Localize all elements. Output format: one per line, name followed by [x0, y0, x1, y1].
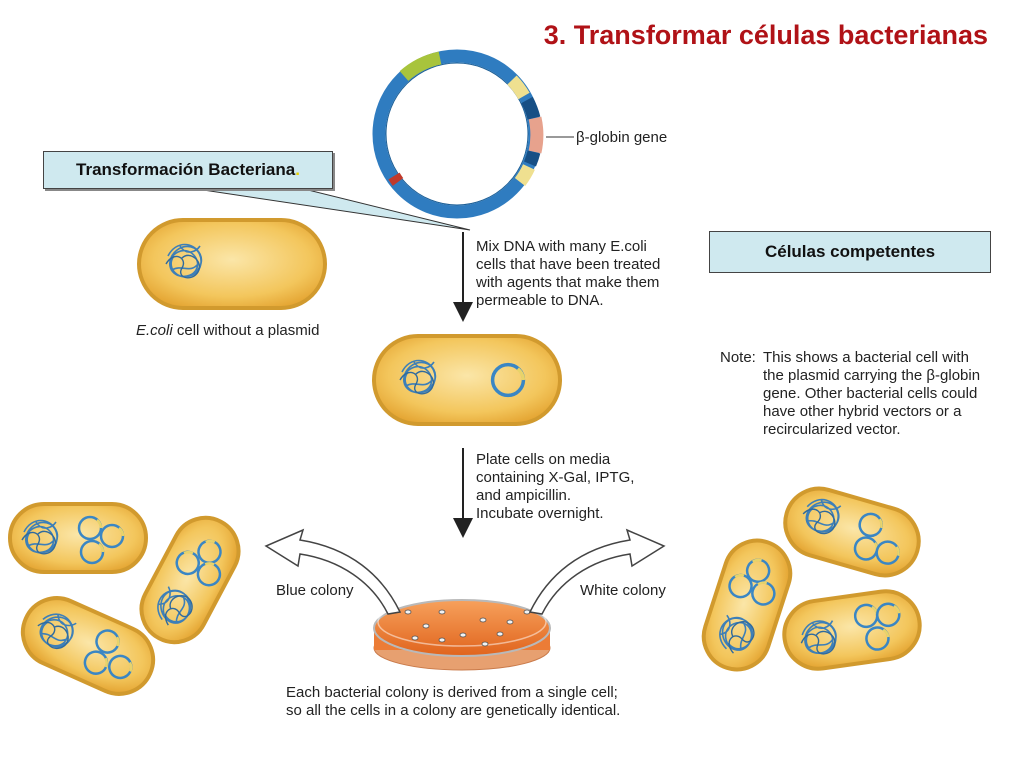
- plasmid-segment-yellow-bottom: [514, 164, 535, 186]
- colony-cell-left-2: [139, 515, 241, 645]
- note-line-1: This shows a bacterial cell with: [763, 349, 969, 366]
- footer-line-1: Each bacterial colony is derived from a …: [286, 684, 618, 701]
- plasmid-segment-yellow-top: [507, 75, 530, 100]
- colony-cell-left-1: [8, 502, 148, 574]
- plasmid-segment-green: [399, 51, 442, 82]
- blue-colony-arrow: [264, 528, 402, 615]
- step2-line-3: and ampicillin.: [476, 487, 571, 504]
- step2-text: Plate cells on media containing X-Gal, I…: [476, 451, 634, 522]
- step1-line-4: permeable to DNA.: [476, 292, 604, 309]
- colony-cell-right-3: [782, 589, 922, 671]
- blue-colony-cells: [8, 502, 241, 696]
- ecoli-caption: E.coli cell without a plasmid: [136, 322, 319, 339]
- callout-competent-cells-text: Células competentes: [764, 242, 936, 261]
- svg-text:cells that have been treated: cells that have been treated: [476, 256, 660, 273]
- colonies: [404, 609, 531, 647]
- note-text: Note: This shows a bacterial cell with t…: [720, 349, 980, 438]
- callout-transformation-dot: .: [295, 160, 300, 179]
- callout-transformation-text: Transformación Bacteriana: [76, 160, 296, 179]
- callout-transformation: Transformación Bacteriana.: [43, 151, 333, 189]
- callout-competent-cells: Células competentes: [709, 231, 991, 273]
- footer-line-2: so all the cells in a colony are genetic…: [286, 702, 620, 719]
- ecoli-cell-no-plasmid: [137, 218, 327, 310]
- step1-line-2: cells that have been treated: [476, 256, 660, 273]
- svg-text:with agents that make them: with agents that make them: [475, 274, 659, 291]
- blue-colony-label: Blue colony: [276, 582, 354, 599]
- step2-line-2: containing X-Gal, IPTG,: [476, 469, 634, 486]
- colony-cell-right-2: [701, 538, 793, 672]
- plasmid-segment-darkblue: [521, 96, 541, 120]
- step1-line-1: Mix DNA with many E.coli: [476, 238, 647, 255]
- white-colony-cells: [701, 486, 922, 672]
- plasmid-segment-darkblue-2: [523, 150, 541, 167]
- note-label: Note:: [720, 349, 756, 366]
- note-line-3: gene. Other bacterial cells could: [763, 385, 977, 402]
- white-colony-arrow: [528, 528, 666, 615]
- step2-line-4: Incubate overnight.: [476, 505, 604, 522]
- slide-title: 3. Transformar células bacterianas: [543, 20, 988, 50]
- colony-cell-right-1: [783, 486, 921, 578]
- note-line-5: recircularized vector.: [763, 421, 901, 438]
- plasmid-diagram: β-globin gene: [372, 49, 667, 219]
- colony-cell-left-3: [20, 596, 156, 696]
- ecoli-cell-with-plasmid: [372, 334, 562, 426]
- step1-text: Mix DNA with many E.coli cells that have…: [475, 238, 660, 309]
- white-colony-label: White colony: [580, 582, 666, 599]
- plasmid-segment-beta-globin: [528, 116, 544, 154]
- note-line-2: the plasmid carrying the β-globin: [763, 367, 980, 384]
- step1-line-3: with agents that make them: [475, 274, 659, 291]
- plasmid-gene-label: β-globin gene: [576, 129, 667, 146]
- svg-text:permeable to DNA.: permeable to DNA.: [476, 292, 604, 309]
- note-line-4: have other hybrid vectors or a: [763, 403, 962, 420]
- step2-line-1: Plate cells on media: [476, 451, 611, 468]
- svg-text:Mix DNA with many E.coli: Mix DNA with many E.coli: [476, 238, 647, 255]
- plasmid-segment-red: [388, 172, 404, 186]
- petri-dish: [373, 597, 551, 671]
